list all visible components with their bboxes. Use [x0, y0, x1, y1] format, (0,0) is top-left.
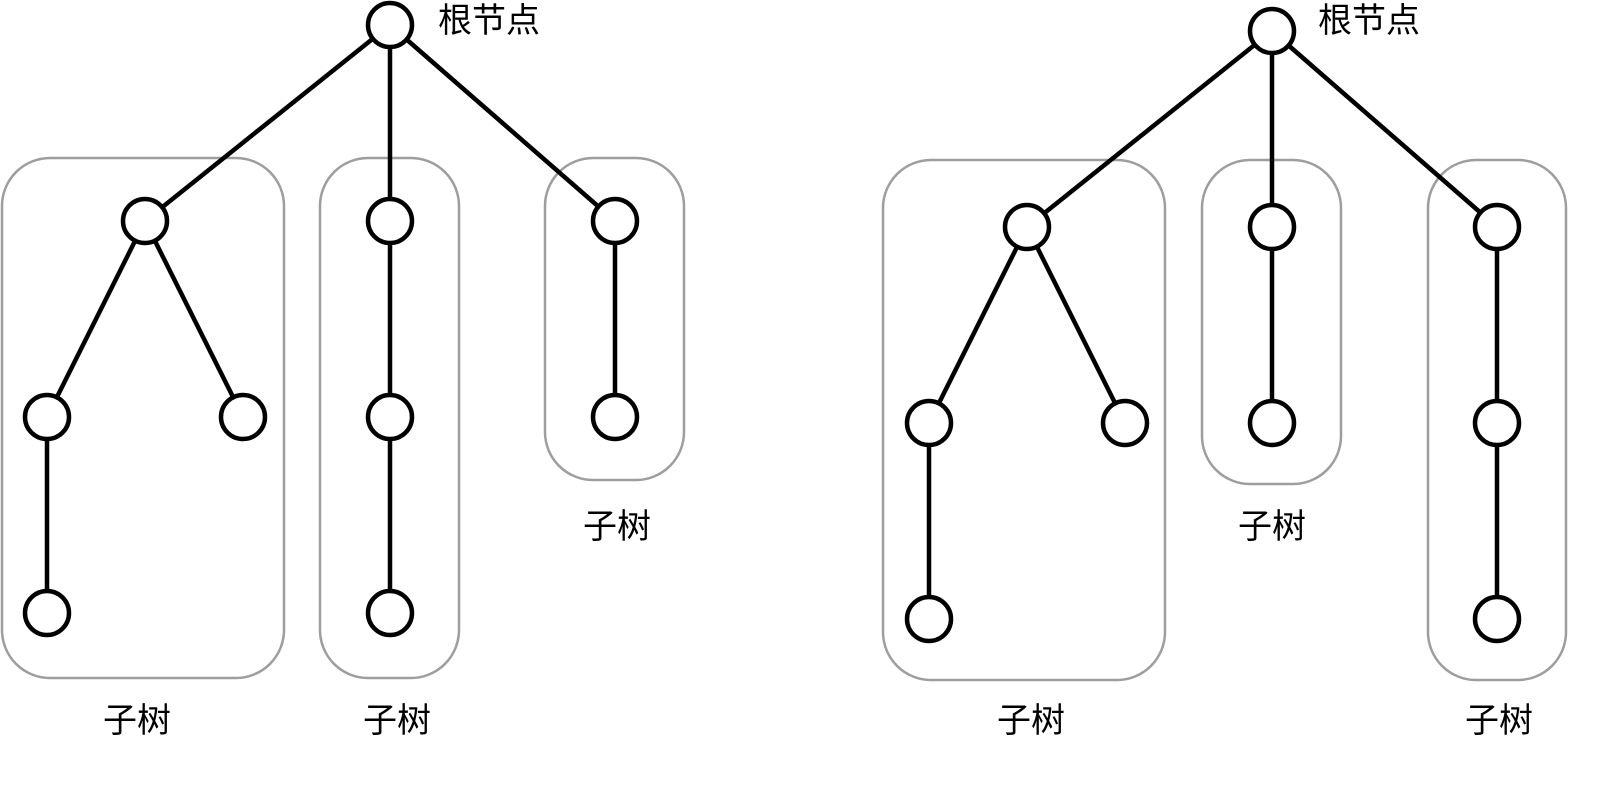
- tree-node: [1002, 202, 1052, 252]
- tree-edge: [1024, 224, 1128, 426]
- tree-edge: [926, 224, 1030, 426]
- subtree-label: 子树: [1465, 701, 1533, 741]
- tree-node: [1100, 398, 1150, 448]
- tree-node: [22, 588, 72, 638]
- tree-node: [22, 392, 72, 442]
- subtree-box: [881, 158, 1167, 682]
- root-node: [1247, 6, 1297, 56]
- tree-edge: [1269, 28, 1500, 230]
- tree-node: [1247, 202, 1297, 252]
- diagram-right: 根节点 子树 子树 子树: [881, 1, 1568, 741]
- tree-node: [120, 196, 170, 246]
- root-label: 根节点: [1318, 1, 1420, 41]
- subtree-label: 子树: [103, 701, 171, 741]
- tree-node: [1247, 398, 1297, 448]
- tree-edge: [387, 22, 618, 224]
- tree-node: [904, 594, 954, 644]
- tree-edge: [1024, 28, 1275, 230]
- root-label: 根节点: [438, 1, 540, 41]
- subtree-label: 子树: [997, 701, 1065, 741]
- tree-node: [365, 588, 415, 638]
- subtree-box: [543, 156, 686, 482]
- subtree-label: 子树: [1238, 507, 1306, 547]
- tree-edge: [142, 218, 246, 420]
- tree-node: [590, 392, 640, 442]
- tree-node: [1472, 202, 1522, 252]
- subtree-label: 子树: [583, 507, 651, 547]
- tree-node: [365, 392, 415, 442]
- subtree-label: 子树: [363, 701, 431, 741]
- subtree-box: [0, 156, 286, 680]
- tree-edge: [142, 22, 393, 224]
- tree-node: [904, 398, 954, 448]
- subtree-box: [1426, 158, 1568, 682]
- tree-node: [1472, 398, 1522, 448]
- tree-node: [590, 196, 640, 246]
- diagram-left: 根节点 子树 子树 子树: [0, 0, 686, 741]
- tree-node: [1472, 594, 1522, 644]
- tree-edge: [44, 218, 148, 420]
- tree-node: [218, 392, 268, 442]
- tree-node: [365, 196, 415, 246]
- root-node: [365, 0, 415, 50]
